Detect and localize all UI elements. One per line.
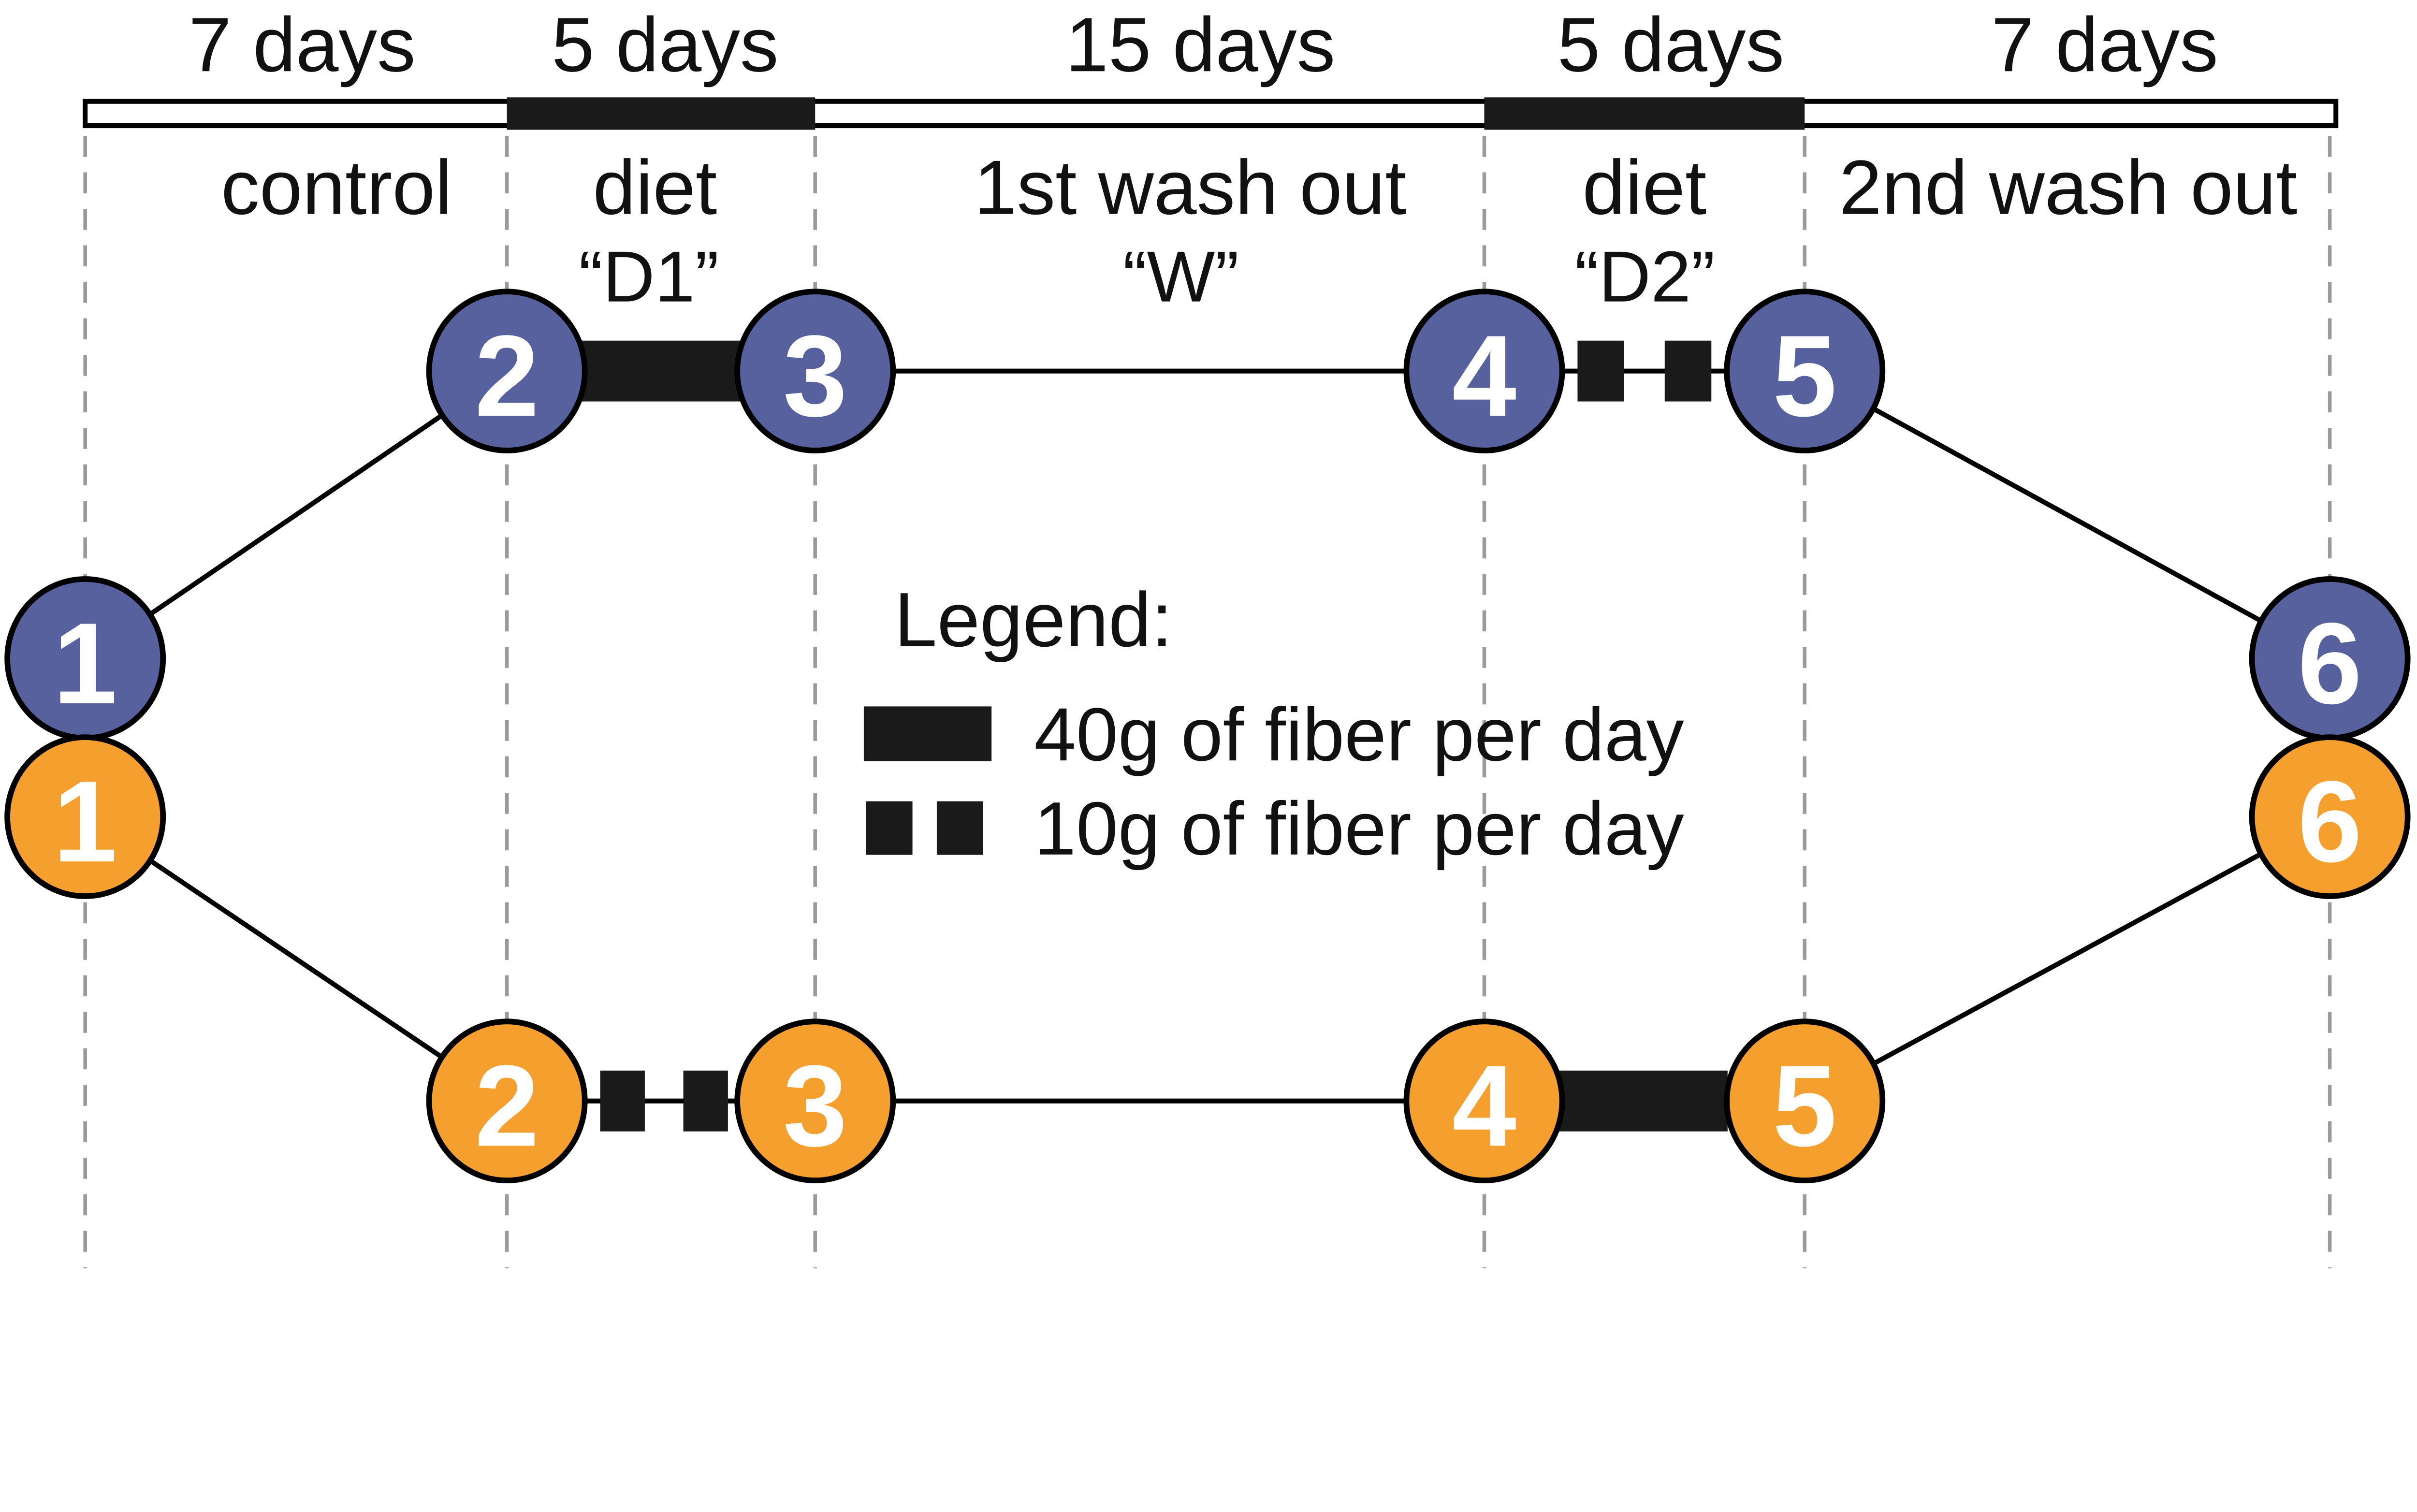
node-number: 2	[475, 1041, 539, 1170]
marker-10g-blue-4-5-sq2	[1664, 340, 1712, 402]
node-number: 3	[783, 311, 847, 440]
node-orange-3: 3	[734, 1018, 896, 1183]
node-blue-3: 3	[734, 289, 896, 453]
marker-10g-orange-2-3-sq2	[683, 1070, 728, 1132]
connector-blue-1-2	[84, 369, 509, 661]
connector-orange-5-6	[1803, 814, 2331, 1104]
legend-swatch-10g-sq2	[936, 801, 983, 855]
diet-segment-d2	[1484, 97, 1805, 130]
timeline-bar	[83, 97, 2339, 130]
phase-labels: control diet 1st wash out diet 2nd wash …	[221, 145, 2297, 231]
node-number: 1	[53, 757, 117, 886]
phase-label-diet1: diet	[593, 145, 717, 231]
legend-label-10g: 10g of fiber per day	[1034, 787, 1684, 871]
phase-label-diet2: diet	[1582, 145, 1706, 231]
node-circle	[734, 289, 896, 453]
phase-code-w: “W”	[1123, 236, 1239, 317]
marker-10g-blue-4-5-sq1	[1577, 340, 1624, 402]
arm-orange-nodes: 1 2 3 4 5 6	[4, 734, 2411, 1183]
phase-label-control: control	[221, 145, 452, 231]
phase-codes: “D1” “W” “D2”	[579, 236, 1715, 317]
timeline-bar-outline	[83, 99, 2339, 129]
node-number: 5	[1773, 1041, 1837, 1170]
study-design-canvas: 7 days 5 days 15 days 5 days 7 days cont…	[4, 1, 2411, 1269]
phase-label-washout2: 2nd wash out	[1839, 145, 2297, 231]
node-orange-1: 1	[4, 734, 166, 899]
marker-40g-blue-2-3	[580, 340, 743, 402]
connector-blue-5-6	[1803, 369, 2331, 661]
node-orange-5: 5	[1724, 1018, 1886, 1183]
node-orange-2: 2	[426, 1018, 588, 1183]
node-circle	[1403, 1018, 1565, 1183]
node-blue-4: 4	[1403, 289, 1565, 453]
node-number: 4	[1452, 311, 1516, 440]
node-orange-6: 6	[2249, 734, 2411, 899]
node-number: 5	[1773, 311, 1837, 440]
node-circle	[1724, 1018, 1886, 1183]
legend-label-40g: 40g of fiber per day	[1034, 693, 1684, 777]
legend-swatch-40g	[863, 706, 992, 761]
node-number: 1	[53, 599, 117, 728]
node-blue-6: 6	[2249, 576, 2411, 741]
study-design-diagram: 7 days 5 days 15 days 5 days 7 days cont…	[4, 1, 2411, 1269]
node-circle	[426, 1018, 588, 1183]
node-circle	[734, 1018, 896, 1183]
marker-10g-orange-2-3-sq1	[600, 1070, 645, 1132]
duration-label-1: 7 days	[189, 1, 416, 87]
legend-title: Legend:	[894, 577, 1173, 663]
legend: Legend: 40g of fiber per day 10g of fibe…	[863, 577, 1684, 871]
phase-label-washout1: 1st wash out	[974, 145, 1407, 231]
node-number: 6	[2298, 599, 2362, 728]
node-number: 6	[2298, 757, 2362, 886]
duration-label-5: 7 days	[1991, 1, 2218, 87]
duration-label-3: 15 days	[1065, 1, 1335, 87]
node-circle	[2249, 734, 2411, 899]
node-circle	[4, 734, 166, 899]
node-orange-4: 4	[1403, 1018, 1565, 1183]
node-number: 3	[783, 1041, 847, 1170]
node-blue-1: 1	[4, 576, 166, 741]
fiber-dose-markers	[580, 340, 1728, 1132]
legend-swatch-10g-sq1	[866, 801, 913, 855]
node-number: 4	[1452, 1041, 1516, 1170]
duration-label-4: 5 days	[1558, 1, 1785, 87]
diet-segment-d1	[507, 97, 815, 130]
connector-orange-1-2	[84, 814, 509, 1103]
node-blue-2: 2	[426, 289, 588, 453]
node-circle	[1724, 289, 1886, 453]
node-circle	[426, 289, 588, 453]
duration-labels: 7 days 5 days 15 days 5 days 7 days	[189, 1, 2218, 87]
phase-code-d1: “D1”	[579, 236, 719, 317]
arm-blue-nodes: 1 2 3 4 5 6	[4, 289, 2411, 741]
node-circle	[1403, 289, 1565, 453]
phase-code-d2: “D2”	[1575, 236, 1715, 317]
node-number: 2	[475, 311, 539, 440]
arm-connectors	[84, 368, 2331, 1104]
node-blue-5: 5	[1724, 289, 1886, 453]
marker-40g-orange-4-5	[1559, 1070, 1728, 1132]
duration-label-2: 5 days	[552, 1, 779, 87]
